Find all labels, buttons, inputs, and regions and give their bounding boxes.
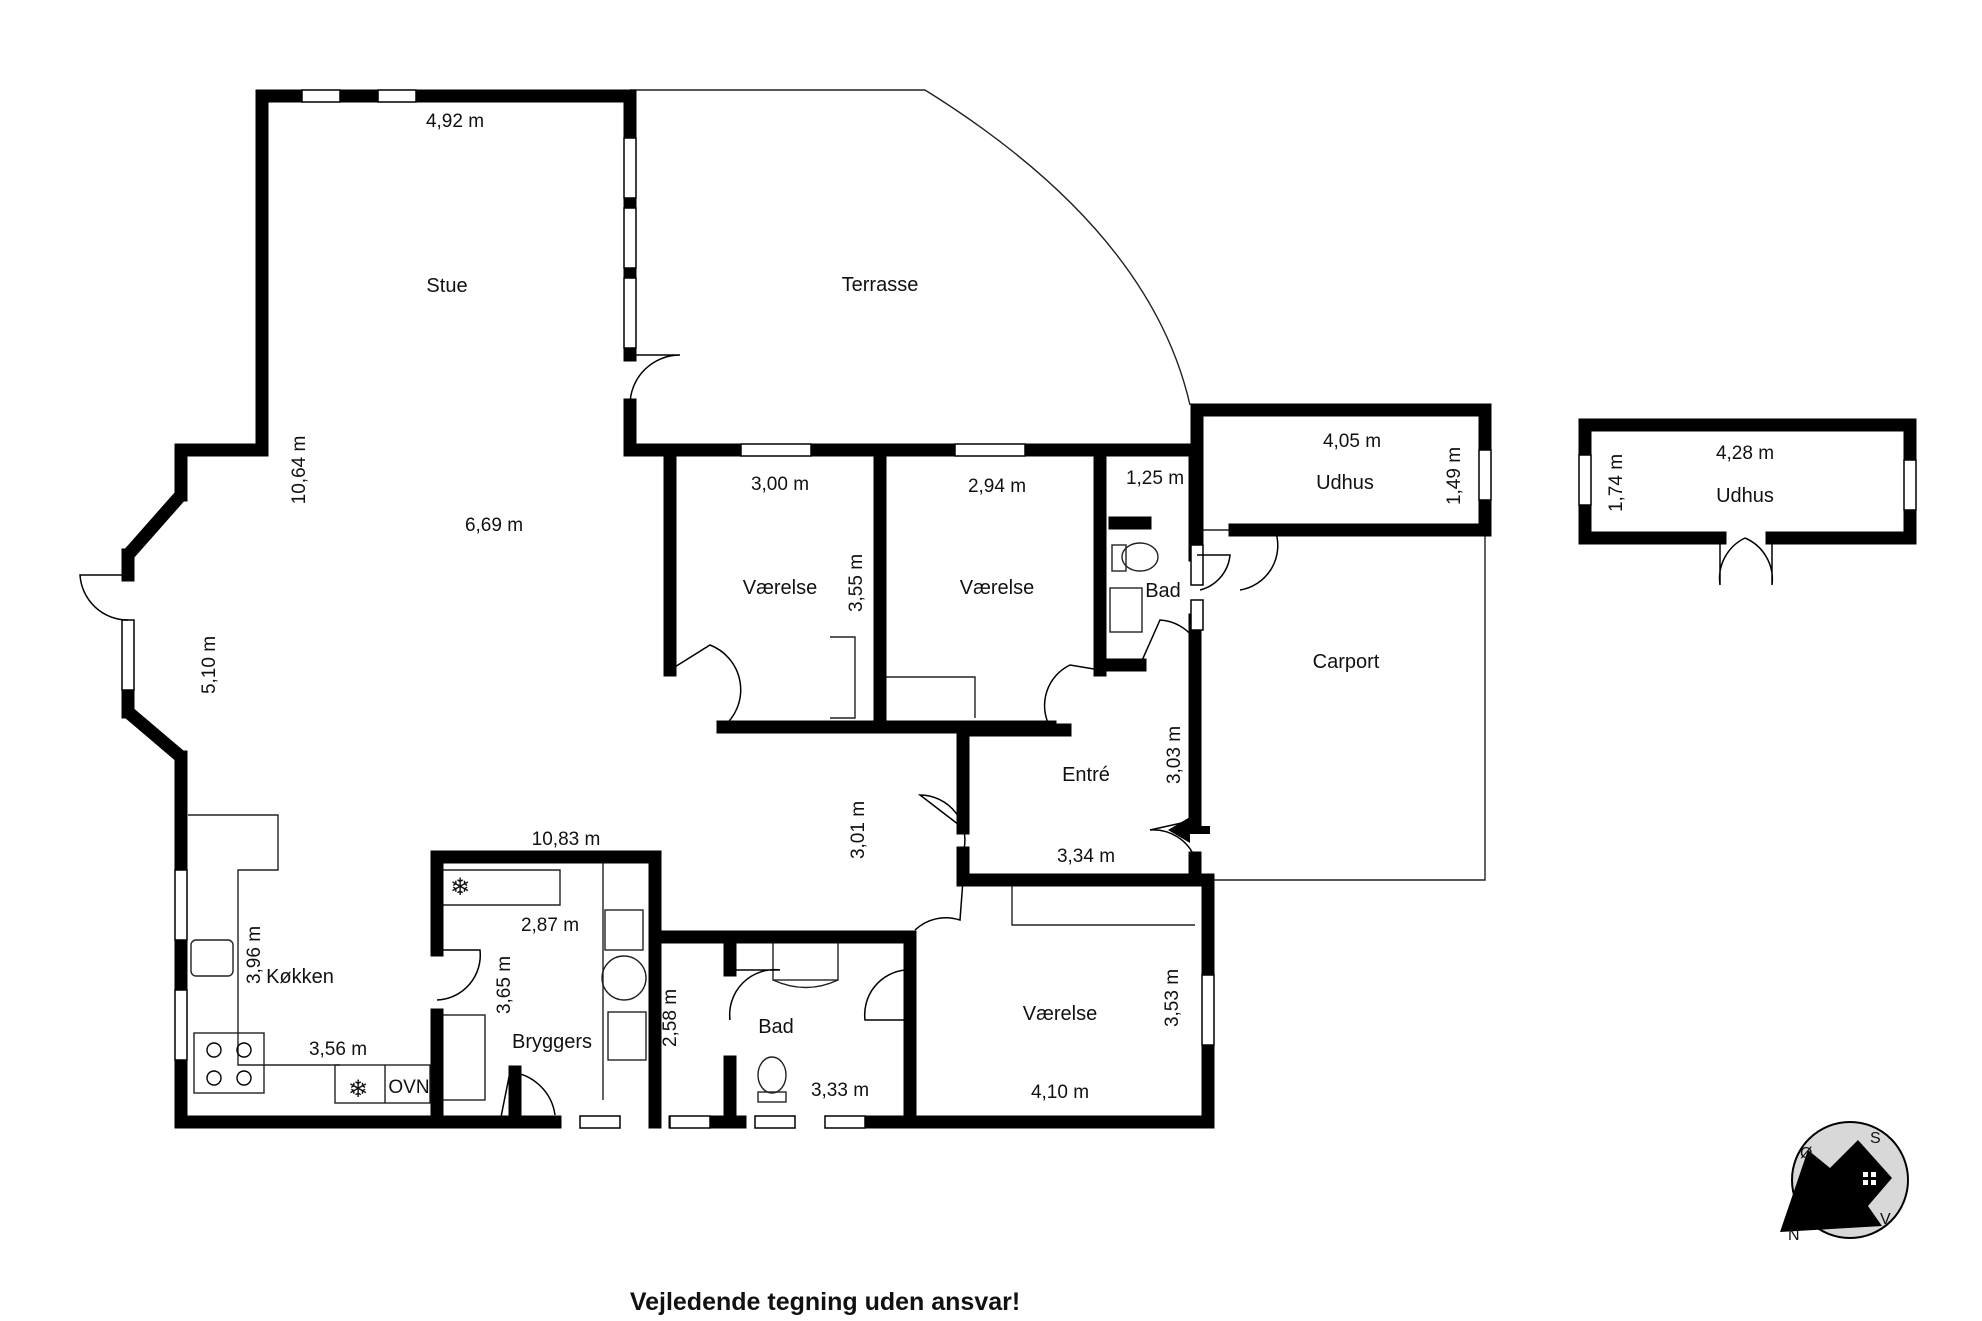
thin-lines	[188, 89, 1486, 1104]
dim-vaerelse1-width: 3,00 m	[751, 474, 809, 495]
label-koekken: Køkken	[266, 966, 334, 988]
room-labels: Stue Terrasse Værelse Værelse Bad Udhus …	[266, 274, 1774, 1098]
compass-letter-n: N	[1788, 1227, 1800, 1244]
dimension-labels: 4,92 m 6,69 m 3,00 m 2,94 m 1,25 m 4,05 …	[309, 111, 1774, 1103]
label-stue: Stue	[426, 275, 467, 297]
dim-bad-main-width: 3,33 m	[811, 1080, 869, 1101]
dim-vaerelse2-width: 2,94 m	[968, 476, 1026, 497]
dim-bay-side: 5,10 m	[199, 636, 220, 694]
dim-stue-height: 10,64 m	[289, 436, 310, 505]
dim-bad-main-depth: 2,58 m	[660, 989, 681, 1047]
dim-udhus2-depth: 1,74 m	[1606, 454, 1627, 512]
label-bryggers: Bryggers	[512, 1031, 592, 1053]
dim-hall-depth: 3,01 m	[848, 801, 869, 859]
stove-icon	[206, 1042, 252, 1086]
freezer-icon-2: ❄	[450, 874, 470, 901]
label-udhus-2: Udhus	[1716, 485, 1774, 507]
windows	[121, 89, 1917, 1129]
disclaimer: Vejledende tegning uden ansvar!	[630, 1288, 1020, 1316]
freezer-icon: ❄	[348, 1076, 368, 1103]
dim-koekken-depth: 3,96 m	[244, 926, 265, 984]
label-bad-main: Bad	[758, 1016, 794, 1038]
doors	[79, 354, 1774, 1123]
dim-vaerelse1-depth: 3,55 m	[846, 554, 867, 612]
dim-udhus1-depth: 1,49 m	[1444, 447, 1465, 505]
label-udhus-1: Udhus	[1316, 472, 1374, 494]
compass-letter-s: S	[1870, 1130, 1881, 1147]
label-vaerelse-3: Værelse	[1023, 1003, 1097, 1025]
label-entre: Entré	[1062, 764, 1110, 786]
dim-total-width: 10,83 m	[532, 829, 601, 850]
compass-letter-oe: Ø	[1800, 1145, 1812, 1162]
dim-koekken-width: 3,56 m	[309, 1039, 367, 1060]
dim-bryggers-width: 2,87 m	[521, 915, 579, 936]
label-terrasse: Terrasse	[842, 274, 919, 296]
compass: S Ø N V	[1780, 1121, 1909, 1244]
dim-vaerelse3-width: 4,10 m	[1031, 1082, 1089, 1103]
label-ovn: OVN	[388, 1077, 429, 1098]
dimension-labels-vertical: 10,64 m 5,10 m 3,55 m 1,49 m 1,74 m 3,03…	[199, 436, 1627, 1047]
dim-entre-width: 3,34 m	[1057, 846, 1115, 867]
dim-stue-width: 6,69 m	[465, 515, 523, 536]
dim-bad-small-width: 1,25 m	[1126, 468, 1184, 489]
label-vaerelse-1: Værelse	[743, 577, 817, 599]
bay-walls	[123, 490, 186, 762]
entrance-arrow-icon	[1168, 817, 1210, 843]
compass-letter-v: V	[1880, 1211, 1891, 1228]
dim-stue-top: 4,92 m	[426, 111, 484, 132]
label-bad-small: Bad	[1145, 580, 1181, 602]
dim-udhus1-width: 4,05 m	[1323, 431, 1381, 452]
walls	[121, 89, 1917, 1129]
dim-udhus2-width: 4,28 m	[1716, 443, 1774, 464]
label-carport: Carport	[1313, 651, 1380, 673]
dim-vaerelse3-depth: 3,53 m	[1162, 969, 1183, 1027]
dim-bryggers-depth: 3,65 m	[494, 956, 515, 1014]
label-vaerelse-2: Værelse	[960, 577, 1034, 599]
dim-entre-depth: 3,03 m	[1164, 726, 1185, 784]
